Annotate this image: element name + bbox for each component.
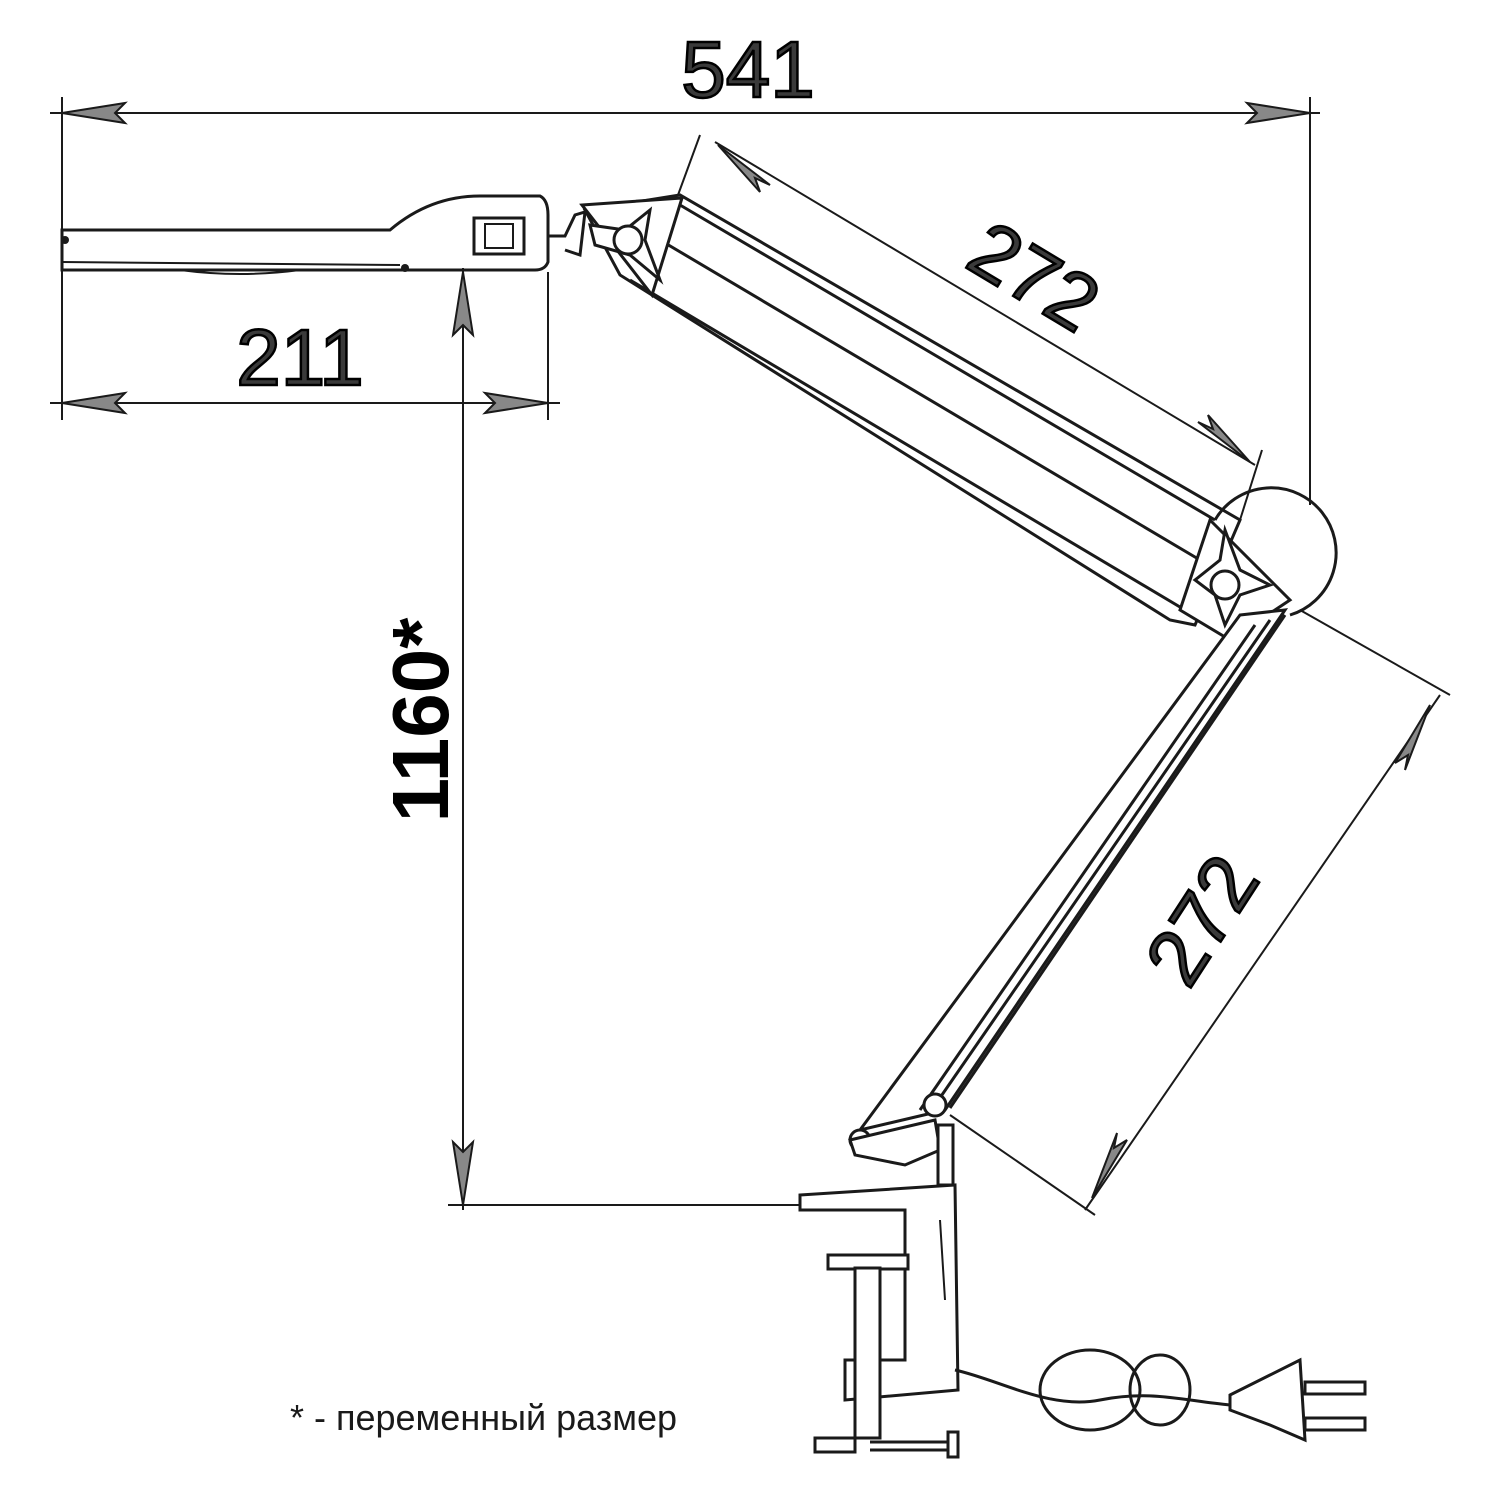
lamp-head	[60, 194, 587, 275]
knob-upper	[588, 206, 664, 285]
dimension-label-1160: 1160*	[376, 617, 465, 823]
power-cord	[954, 1348, 1367, 1443]
elbow-joint	[1178, 486, 1338, 642]
dimension-height: 1160*	[376, 268, 830, 1210]
table-clamp	[798, 1118, 960, 1459]
dimension-label-272-lower: 272	[1128, 840, 1275, 1000]
dimension-overall-width: 541	[50, 24, 1320, 505]
dimension-head-length: 211	[50, 272, 560, 420]
footnote: * - переменный размер	[290, 1397, 677, 1438]
lower-arm	[848, 608, 1289, 1152]
dimension-label-272-upper: 272	[954, 204, 1114, 349]
dimension-label-541: 541	[681, 25, 814, 114]
plug	[1228, 1357, 1367, 1443]
upper-arm	[579, 193, 1242, 627]
dimension-label-211: 211	[236, 313, 364, 402]
